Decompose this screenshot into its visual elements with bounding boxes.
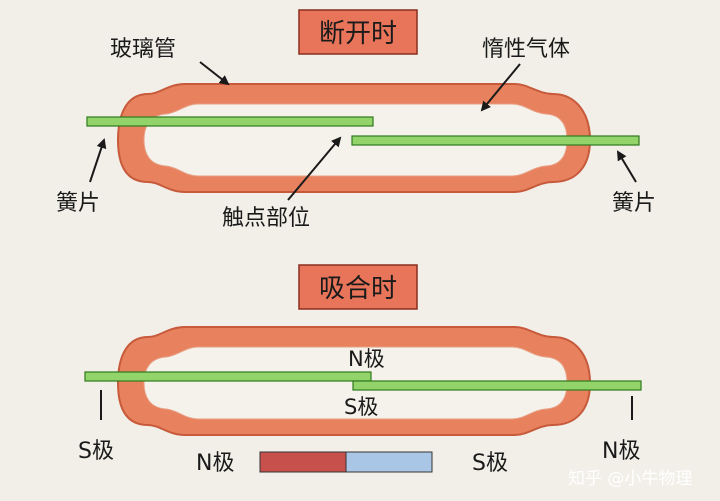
reed-right-label: 簧片 — [612, 191, 656, 216]
pole-label-left-s: S极 — [78, 439, 114, 464]
glass-tube-label: 玻璃管 — [110, 37, 176, 62]
magnet-s-pole — [345, 451, 433, 473]
glass-tube-arrow — [199, 61, 230, 86]
reed-left-top — [86, 116, 374, 127]
inert-gas-arrow — [480, 63, 521, 112]
open-state-panel: 断开时 玻璃管 惰性气体 触点部位 簧片 簧片 — [56, 9, 656, 231]
reed-left-label: 簧片 — [56, 191, 100, 216]
contact-point-arrow — [287, 136, 342, 201]
open-state-title: 断开时 — [319, 19, 397, 49]
pole-label-right-n: N极 — [602, 439, 640, 464]
closed-state-title-box — [298, 264, 418, 310]
magnet-s-label: S极 — [472, 451, 508, 476]
reed-left-arrow — [89, 138, 107, 183]
reed-left-bottom — [84, 371, 372, 382]
pole-label-mid-s: S极 — [344, 395, 378, 419]
inert-gas-label: 惰性气体 — [482, 37, 570, 62]
watermark-text: 知乎 @小牛物理 — [568, 469, 692, 489]
magnet-n-pole — [259, 451, 347, 473]
closed-state-panel: 吸合时 N极 S极 S极 N极 N极 S极 — [78, 264, 642, 476]
open-state-title-box — [298, 9, 418, 55]
closed-state-title: 吸合时 — [319, 274, 397, 304]
contact-point-label: 触点部位 — [222, 206, 310, 231]
magnet-n-label: N极 — [196, 451, 234, 476]
reed-right-bottom — [352, 380, 642, 391]
pole-label-top-n: N极 — [348, 347, 385, 371]
reed-right-arrow — [616, 150, 637, 183]
reed-right-top — [351, 135, 640, 146]
